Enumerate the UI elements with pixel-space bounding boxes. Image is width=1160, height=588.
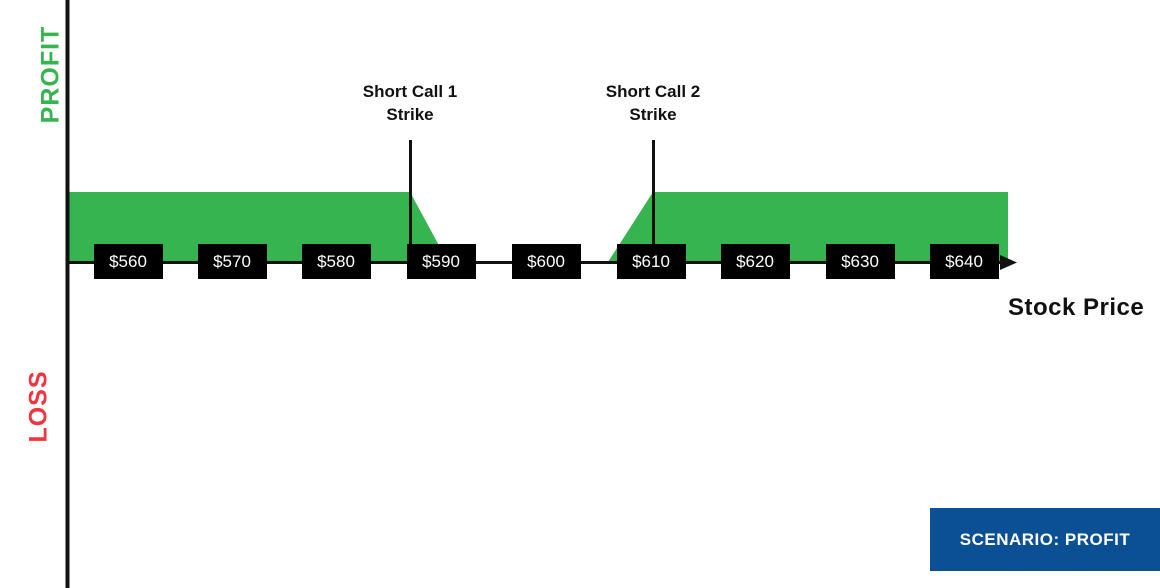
scenario-badge: SCENARIO: PROFIT bbox=[930, 508, 1160, 571]
price-tick-label: $600 bbox=[511, 244, 581, 279]
x-axis-title: Stock Price bbox=[1008, 294, 1145, 321]
price-tick-label: $580 bbox=[301, 244, 371, 279]
price-tick-label: $610 bbox=[616, 244, 686, 279]
price-tick-label: $640 bbox=[929, 244, 999, 279]
annotation-short-call-1-line2: Strike bbox=[386, 105, 434, 124]
y-axis-profit-label: PROFIT bbox=[36, 25, 65, 124]
annotation-short-call-2-line2: Strike bbox=[629, 105, 677, 124]
price-tick-label: $630 bbox=[825, 244, 895, 279]
y-axis-loss-label: LOSS bbox=[24, 370, 53, 443]
annotation-short-call-2-line1: Short Call 2 bbox=[605, 82, 701, 101]
annotation-short-call-2: Short Call 2 Strike bbox=[548, 80, 758, 126]
profit-area-right bbox=[608, 192, 1008, 262]
annotation-short-call-1: Short Call 1 Strike bbox=[305, 80, 515, 126]
price-tick-label: $620 bbox=[720, 244, 790, 279]
price-tick-label: $570 bbox=[197, 244, 267, 279]
price-tick-label: $590 bbox=[406, 244, 476, 279]
x-axis-arrowhead bbox=[1000, 255, 1017, 270]
annotation-short-call-1-line1: Short Call 1 bbox=[362, 82, 458, 101]
price-tick-label: $560 bbox=[93, 244, 163, 279]
scenario-badge-text: SCENARIO: PROFIT bbox=[959, 529, 1131, 549]
